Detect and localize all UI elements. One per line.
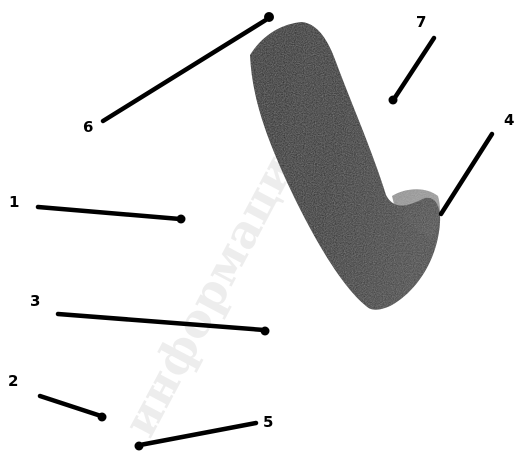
callout-number-2: 2: [8, 372, 18, 390]
pointer-dot-5: [135, 442, 144, 451]
callout-number-6: 6: [83, 118, 93, 136]
leader-line-2: [40, 396, 101, 416]
pointer-dot-3: [261, 327, 270, 336]
pointer-dot-2: [98, 413, 107, 422]
pointer-dot-6: [264, 12, 274, 22]
callout-number-3: 3: [30, 292, 40, 310]
callout-number-7: 7: [416, 13, 426, 31]
leader-line-1: [38, 207, 180, 219]
leader-line-7: [394, 38, 434, 99]
callout-number-4: 4: [504, 111, 514, 129]
callout-number-1: 1: [9, 193, 19, 211]
leader-line-6: [103, 18, 269, 121]
pointer-dot-7: [389, 96, 398, 105]
pointer-dot-1: [177, 215, 186, 224]
callout-number-5: 5: [263, 413, 273, 431]
leader-line-4: [441, 134, 492, 214]
